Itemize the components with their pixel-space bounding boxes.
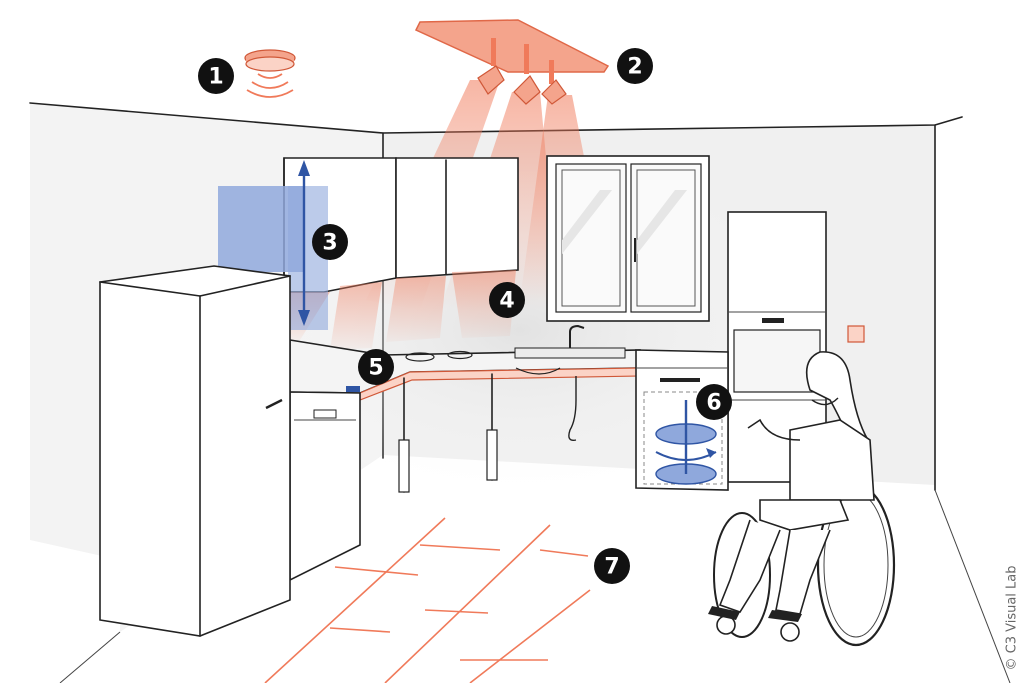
badge-6: 6 bbox=[696, 384, 732, 420]
badge-label: 1 bbox=[208, 65, 223, 90]
wheelchair-user bbox=[708, 351, 896, 647]
window bbox=[546, 155, 710, 322]
light-switch bbox=[847, 325, 865, 343]
badge-2: 2 bbox=[617, 48, 653, 84]
badge-label: 6 bbox=[706, 391, 721, 416]
fridge bbox=[99, 265, 291, 637]
height-adjustable-wall-cabinet bbox=[218, 160, 328, 330]
badge-label: 4 bbox=[499, 289, 514, 314]
base-unit-left bbox=[289, 391, 361, 582]
badge-label: 7 bbox=[604, 555, 619, 580]
floor-guidance-lines bbox=[264, 517, 591, 683]
smoke-detector bbox=[244, 49, 296, 98]
badge-5: 5 bbox=[358, 349, 394, 385]
badge-1: 1 bbox=[198, 58, 234, 94]
badge-4: 4 bbox=[489, 282, 525, 318]
copyright-notice: © C3 Visual Lab bbox=[1002, 560, 1022, 675]
badge-7: 7 bbox=[594, 548, 630, 584]
badge-label: 3 bbox=[322, 231, 337, 256]
badge-3: 3 bbox=[312, 224, 348, 260]
badge-label: 2 bbox=[627, 55, 642, 80]
badge-label: 5 bbox=[368, 356, 383, 381]
copyright-text: © C3 Visual Lab bbox=[1004, 564, 1020, 671]
worktop-height-control bbox=[346, 386, 360, 392]
carousel-base-unit bbox=[635, 349, 729, 491]
